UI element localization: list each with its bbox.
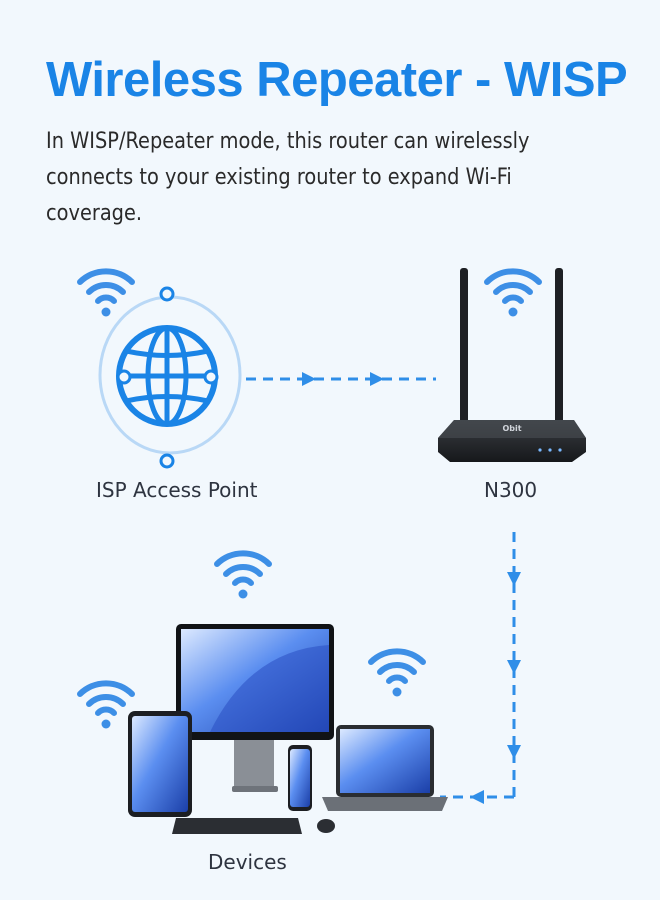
wifi-icon-router xyxy=(487,271,539,316)
router-brand: Obit xyxy=(502,424,521,433)
phone-icon xyxy=(288,745,312,811)
wifi-icon-isp xyxy=(80,271,132,316)
wifi-icon-laptop xyxy=(371,651,423,696)
router-model-label: N300 xyxy=(484,478,538,502)
monitor-icon xyxy=(176,624,334,792)
arrow-isp-to-router xyxy=(246,372,436,386)
mouse-icon xyxy=(317,819,335,833)
wifi-icon-monitor xyxy=(217,553,269,598)
laptop-icon xyxy=(322,725,448,811)
keyboard-icon xyxy=(172,818,302,834)
wifi-icon-tablet xyxy=(80,683,132,728)
page-title: Wireless Repeater - WISP xyxy=(46,53,628,107)
devices-label: Devices xyxy=(208,850,287,874)
isp-access-point-label: ISP Access Point xyxy=(96,478,258,502)
globe-icon xyxy=(98,286,242,469)
tablet-icon xyxy=(128,711,192,817)
router-icon: Obit xyxy=(438,268,586,462)
page-subtitle: In WISP/Repeater mode, this router can w… xyxy=(46,129,530,226)
arrow-router-to-devices xyxy=(440,532,521,804)
